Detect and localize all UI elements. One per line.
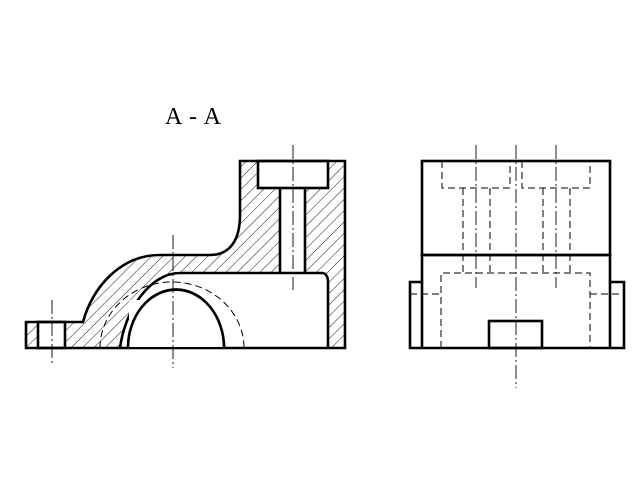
hidden-bores	[462, 188, 571, 273]
slot	[487, 319, 544, 350]
section-hatch-region	[26, 161, 345, 348]
section-outline	[24, 159, 347, 350]
section-view	[24, 145, 347, 368]
hidden-counterbores	[441, 161, 591, 189]
side-view	[408, 145, 626, 388]
vertical-bore	[278, 188, 307, 273]
lower-base	[408, 253, 626, 350]
counterbore	[256, 159, 330, 190]
half-bore-mask	[129, 300, 223, 347]
lug-hole	[36, 320, 67, 350]
section-label: A - A	[165, 104, 223, 130]
half-bore-edge	[126, 288, 226, 349]
internal-cavity	[118, 271, 330, 349]
hidden-cavity	[440, 272, 591, 348]
